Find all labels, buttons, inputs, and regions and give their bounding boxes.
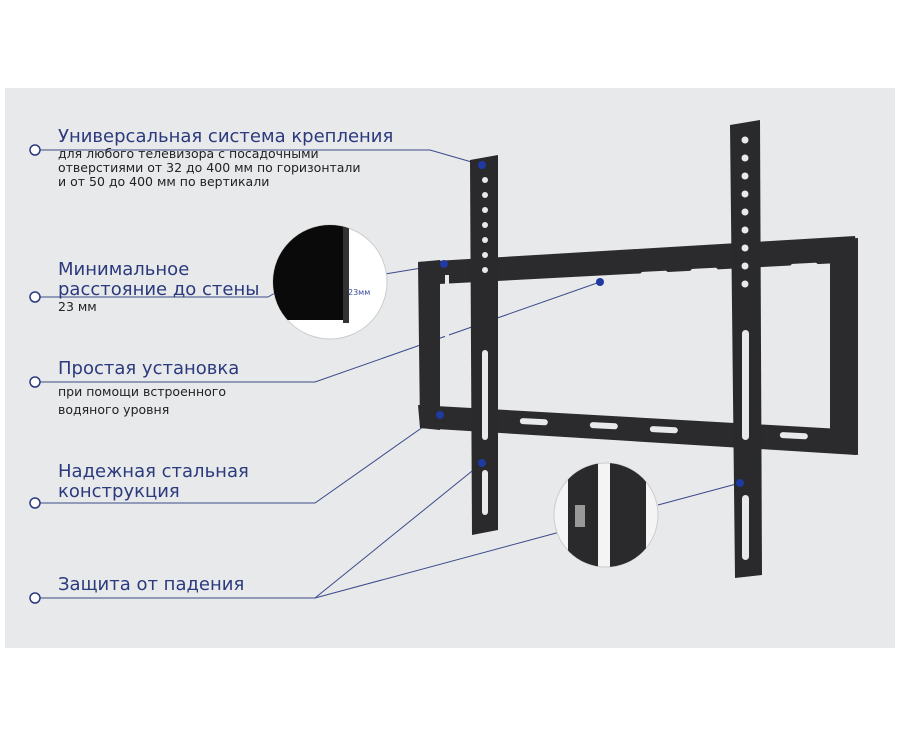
inset-label: 23мм <box>348 288 371 297</box>
feature-description: для любого телевизора с посадочными <box>58 146 319 161</box>
bracket-arm-right <box>730 120 762 578</box>
feature-easy-install: Простая установка при помощи встроенного… <box>58 359 239 418</box>
feature-description: водяного уровня <box>58 402 170 417</box>
feature-title: Защита от падения <box>58 574 245 595</box>
feature-steel-construction: Надежная стальная конструкция <box>58 462 249 502</box>
feature-universal-mount: Универсальная система крепления для любо… <box>58 127 393 189</box>
feature-fall-protection: Защита от падения <box>58 575 244 595</box>
feature-description: отверстиями от 32 до 400 мм по горизонта… <box>58 160 361 175</box>
bullet-icon <box>29 592 41 604</box>
feature-title: Минимальное <box>58 259 190 280</box>
bracket-arm-left <box>470 155 498 535</box>
bullet-icon <box>29 497 41 509</box>
feature-title: конструкция <box>58 481 180 502</box>
bullet-icon <box>29 376 41 388</box>
feature-title: Универсальная система крепления <box>58 126 394 147</box>
feature-description: и от 50 до 400 мм по вертикали <box>58 174 270 189</box>
markers <box>436 161 744 487</box>
feature-description: при помощи встроенного <box>58 384 226 399</box>
leader-lines <box>40 149 741 599</box>
inset-wall-distance <box>272 224 388 340</box>
feature-title: Простая установка <box>58 358 240 379</box>
bullet-icon <box>29 144 41 156</box>
inset-fall-protection <box>553 462 659 568</box>
feature-title: расстояние до стены <box>58 279 260 300</box>
feature-wall-distance: Минимальное расстояние до стены 23 мм <box>58 260 259 314</box>
bullet-icon <box>29 291 41 303</box>
feature-description: 23 мм <box>58 299 97 314</box>
feature-title: Надежная стальная <box>58 461 249 482</box>
